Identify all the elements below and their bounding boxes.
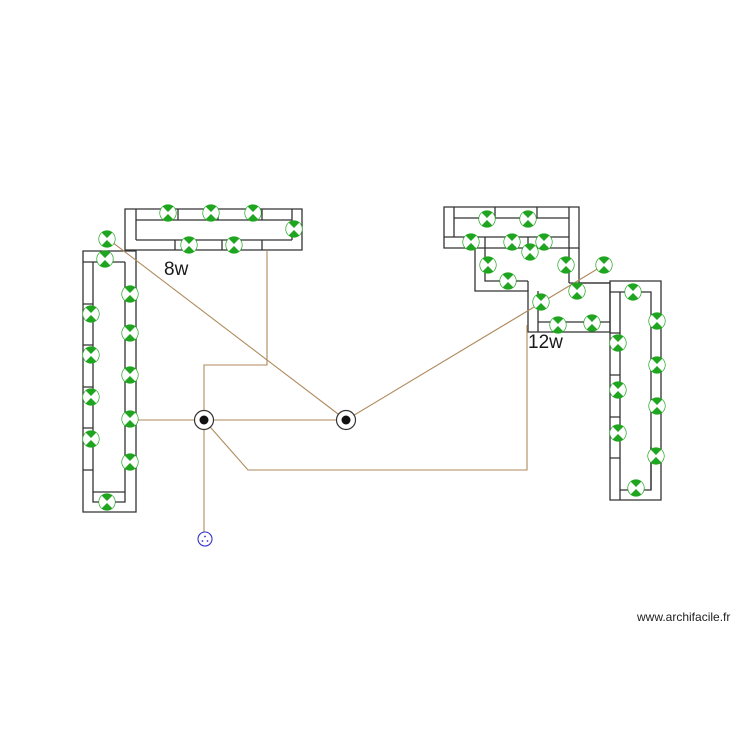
wall-segment	[484, 248, 610, 332]
lights-layer	[82, 204, 666, 511]
electrical-wire	[107, 238, 347, 421]
light-fixture-icon[interactable]	[82, 305, 100, 323]
light-fixture-icon[interactable]	[609, 334, 627, 352]
light-fixture-icon[interactable]	[535, 233, 553, 251]
light-fixture-icon[interactable]	[82, 388, 100, 406]
electrical-wire	[345, 264, 605, 421]
light-fixture-icon[interactable]	[503, 233, 521, 251]
light-fixture-icon[interactable]	[549, 316, 567, 334]
light-fixture-icon[interactable]	[499, 272, 517, 290]
wall-segment	[82, 250, 137, 513]
wall-segment	[174, 209, 263, 250]
light-fixture-icon[interactable]	[624, 283, 642, 301]
wall-segment	[610, 291, 621, 500]
light-fixture-icon[interactable]	[462, 233, 480, 251]
wires-layer	[107, 238, 605, 540]
light-fixture-icon[interactable]	[557, 256, 575, 274]
switch-center-icon[interactable]	[335, 409, 357, 431]
watermark-link[interactable]: www.archifacile.fr	[637, 610, 731, 624]
light-fixture-icon[interactable]	[609, 381, 627, 399]
light-fixture-icon[interactable]	[583, 314, 601, 332]
light-fixture-icon[interactable]	[96, 250, 114, 268]
light-fixture-icon[interactable]	[82, 430, 100, 448]
light-fixture-icon[interactable]	[627, 479, 645, 497]
electrical-wire	[203, 325, 528, 471]
light-fixture-icon[interactable]	[121, 324, 139, 342]
socket-bottom-icon[interactable]	[197, 531, 213, 547]
light-fixture-icon[interactable]	[180, 236, 198, 254]
walls-layer	[82, 206, 662, 513]
electrical-wire	[203, 250, 268, 540]
light-fixture-icon[interactable]	[647, 447, 665, 465]
light-fixture-icon[interactable]	[121, 410, 139, 428]
light-fixture-icon[interactable]	[98, 230, 116, 248]
light-fixture-icon[interactable]	[479, 256, 497, 274]
power-label-left: 8w	[164, 259, 189, 280]
light-fixture-icon[interactable]	[568, 282, 586, 300]
light-fixture-icon[interactable]	[595, 256, 613, 274]
light-fixture-icon[interactable]	[225, 236, 243, 254]
devices-layer	[193, 409, 357, 547]
light-fixture-icon[interactable]	[202, 204, 220, 222]
wall-segment	[83, 261, 126, 503]
light-fixture-icon[interactable]	[285, 220, 303, 238]
wall-segment	[124, 208, 303, 251]
light-fixture-icon[interactable]	[121, 453, 139, 471]
light-fixture-icon[interactable]	[521, 243, 539, 261]
power-label-right: 12w	[528, 332, 563, 353]
light-fixture-icon[interactable]	[478, 210, 496, 228]
light-fixture-icon[interactable]	[121, 285, 139, 303]
wall-segment	[444, 207, 570, 248]
switch-left-icon[interactable]	[193, 409, 215, 431]
light-fixture-icon[interactable]	[648, 397, 666, 415]
light-fixture-icon[interactable]	[82, 346, 100, 364]
wall-segment	[484, 207, 538, 248]
light-fixture-icon[interactable]	[648, 312, 666, 330]
light-fixture-icon[interactable]	[609, 424, 627, 442]
light-fixture-icon[interactable]	[159, 204, 177, 222]
light-fixture-icon[interactable]	[98, 493, 116, 511]
wall-segment	[609, 280, 662, 501]
light-fixture-icon[interactable]	[648, 356, 666, 374]
light-fixture-icon[interactable]	[121, 366, 139, 384]
light-fixture-icon[interactable]	[244, 204, 262, 222]
light-fixture-icon[interactable]	[532, 293, 550, 311]
light-fixture-icon[interactable]	[519, 210, 537, 228]
